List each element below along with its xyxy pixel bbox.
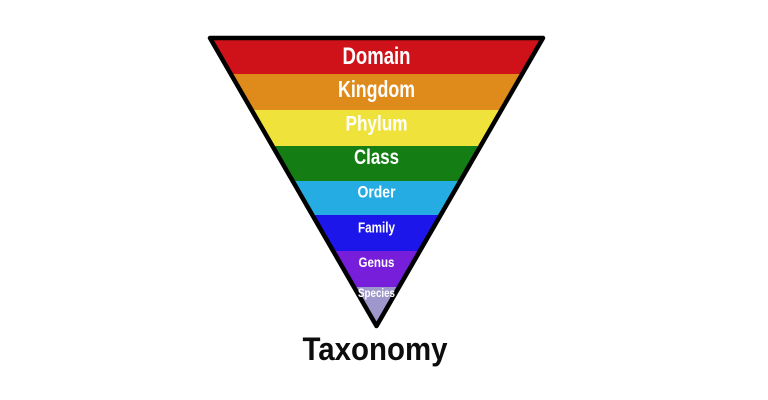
band-kingdom xyxy=(210,74,543,110)
label-class: Class xyxy=(354,146,399,169)
label-kingdom: Kingdom xyxy=(338,76,415,102)
pyramid-outline xyxy=(207,35,546,329)
label-family: Family xyxy=(358,220,396,237)
label-order: Order xyxy=(358,184,396,202)
label-phylum: Phylum xyxy=(346,112,408,136)
label-domain: Domain xyxy=(343,43,411,70)
band-domain xyxy=(210,38,543,74)
label-species: Species xyxy=(358,286,395,300)
diagram-title: Taxonomy xyxy=(303,331,448,367)
label-genus: Genus xyxy=(359,255,395,270)
